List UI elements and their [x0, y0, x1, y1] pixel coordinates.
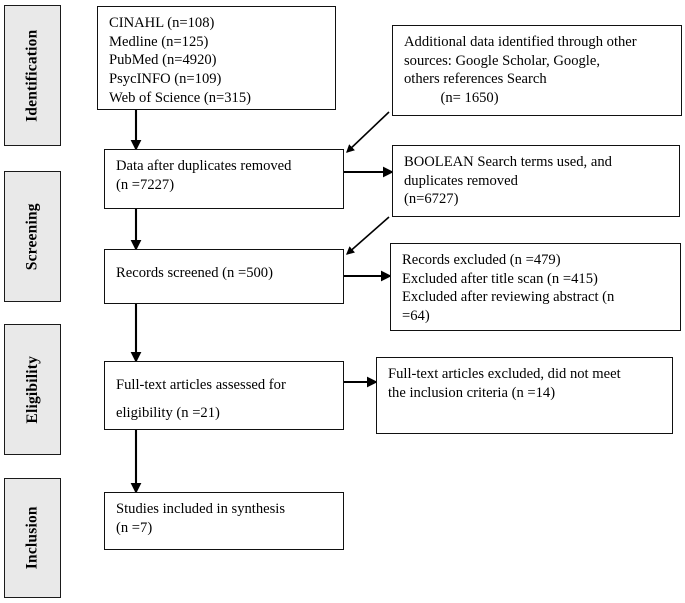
box-fulltext-assessed-line-1: Full-text articles assessed for — [116, 377, 286, 393]
stage-label-eligibility: Eligibility — [4, 324, 61, 455]
box-databases: CINAHL (n=108) Medline (n=125) PubMed (n… — [97, 6, 336, 110]
box-duplicates-removed-line-2: (n =7227) — [116, 176, 175, 193]
box-studies-included-line-2: (n =7) — [116, 519, 153, 536]
connector-additional-to-duplicates — [346, 111, 390, 153]
box-fulltext-excluded: Full-text articles excluded, did not mee… — [376, 357, 673, 434]
stage-label-eligibility-text: Eligibility — [23, 355, 41, 424]
box-additional-sources-line-3: others references Search — [404, 71, 547, 88]
box-boolean-search-line-2: duplicates removed — [404, 172, 518, 189]
box-additional-sources: Additional data identified through other… — [392, 25, 682, 116]
box-databases-line-1: CINAHL (n=108) — [109, 15, 215, 31]
box-additional-sources-line-2: sources: Google Scholar, Google, — [404, 52, 600, 69]
box-records-excluded-line-3: Excluded after reviewing abstract (n — [402, 289, 615, 306]
stage-label-inclusion: Inclusion — [4, 478, 61, 598]
stage-label-identification: Identification — [4, 5, 61, 146]
box-boolean-search-line-3: (n=6727) — [404, 191, 459, 208]
stage-label-identification-text: Identification — [23, 29, 41, 122]
box-additional-sources-line-1: Additional data identified through other — [404, 34, 637, 50]
connector-boolean-to-screened — [346, 216, 390, 255]
box-studies-included-line-1: Studies included in synthesis — [116, 501, 286, 517]
box-records-excluded-line-4: =64) — [402, 308, 430, 325]
box-studies-included: Studies included in synthesis (n =7) — [104, 492, 344, 550]
box-boolean-search-line-1: BOOLEAN Search terms used, and — [404, 154, 612, 170]
box-records-screened: Records screened (n =500) — [104, 249, 344, 304]
box-records-excluded-line-1: Records excluded (n =479) — [402, 252, 561, 268]
box-duplicates-removed: Data after duplicates removed (n =7227) — [104, 149, 344, 209]
box-records-excluded: Records excluded (n =479) Excluded after… — [390, 243, 681, 331]
box-fulltext-assessed: Full-text articles assessed for eligibil… — [104, 361, 344, 430]
box-duplicates-removed-line-1: Data after duplicates removed — [116, 158, 292, 174]
box-records-excluded-line-2: Excluded after title scan (n =415) — [402, 270, 598, 287]
box-records-screened-line-1: Records screened (n =500) — [116, 265, 273, 281]
box-databases-line-2: Medline (n=125) — [109, 33, 209, 50]
stage-label-screening: Screening — [4, 171, 61, 302]
box-fulltext-excluded-line-1: Full-text articles excluded, did not mee… — [388, 366, 621, 382]
box-boolean-search: BOOLEAN Search terms used, and duplicate… — [392, 145, 680, 217]
box-databases-line-4: PsycINFO (n=109) — [109, 71, 222, 88]
box-fulltext-assessed-line-2: eligibility (n =21) — [116, 405, 220, 422]
box-fulltext-excluded-line-2: the inclusion criteria (n =14) — [388, 384, 556, 401]
box-databases-line-5: Web of Science (n=315) — [109, 89, 251, 106]
box-additional-sources-line-4: (n= 1650) — [404, 90, 499, 107]
stage-label-inclusion-text: Inclusion — [23, 506, 41, 570]
box-databases-line-3: PubMed (n=4920) — [109, 52, 217, 69]
stage-label-screening-text: Screening — [23, 203, 41, 270]
